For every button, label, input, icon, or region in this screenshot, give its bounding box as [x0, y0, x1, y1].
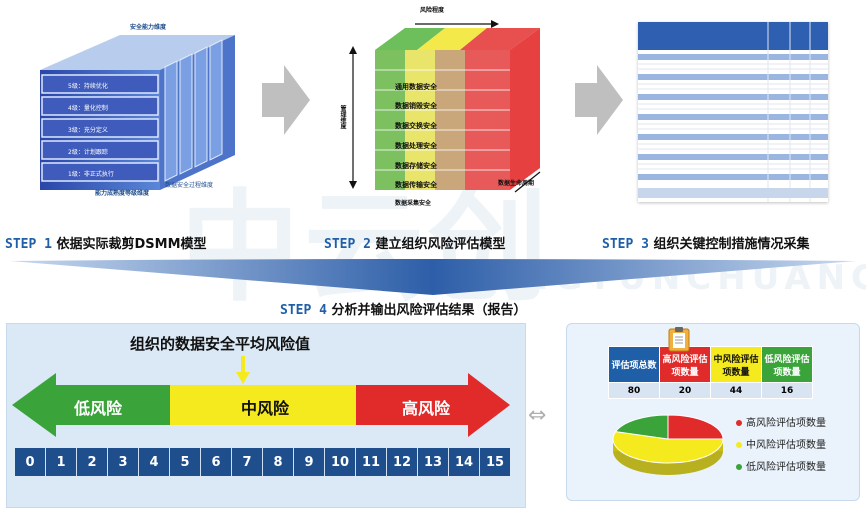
legend-high: 高风险评估项数量 — [736, 414, 826, 429]
scale-cell: 13 — [417, 448, 448, 476]
legend-high-text: 高风险评估项数量 — [746, 418, 826, 429]
low-risk-label: 低风险 — [74, 399, 123, 418]
step-2-text: 建立组织风险评估模型 — [375, 237, 506, 252]
dsmm-bottom-label: 能力成熟度等级维度 — [95, 190, 150, 197]
scale-cell: 9 — [293, 448, 324, 476]
scale-cell: 4 — [138, 448, 169, 476]
bidirectional-arrow-icon: ⇔ — [528, 403, 547, 428]
header-total: 评估项总数 — [608, 346, 660, 383]
scale-cell: 5 — [169, 448, 200, 476]
scale-cell: 7 — [231, 448, 262, 476]
scale-cell: 3 — [107, 448, 138, 476]
scale-cell: 0 — [25, 454, 35, 470]
step-1-label: STEP 1 依据实际裁剪DSMM模型 — [5, 233, 207, 252]
mid-risk-label: 中风险 — [241, 399, 290, 418]
cube-row-transfer: 数据传输安全 — [395, 181, 437, 189]
legend-low-text: 低风险评估项数量 — [746, 462, 826, 473]
control-collection-sheet — [638, 22, 828, 202]
merge-arrow-graphic — [10, 259, 856, 295]
step-4-number: STEP 4 — [280, 303, 327, 318]
legend-low: 低风险评估项数量 — [736, 458, 826, 473]
cube-row-general: 通用数据安全 — [395, 83, 437, 91]
scale-cell: 15 — [479, 448, 510, 476]
dsmm-level-3: 3级：充分定义 — [68, 127, 108, 134]
watermark-text: 中云创 — [180, 179, 552, 318]
step-3-text: 组织关键控制措施情况采集 — [653, 237, 810, 252]
value-mid: 44 — [710, 382, 762, 399]
scale-cell: 10 — [324, 448, 355, 476]
high-risk-label: 高风险 — [402, 399, 451, 418]
step-1-text: 依据实际裁剪DSMM模型 — [56, 237, 207, 252]
step-1-number: STEP 1 — [5, 237, 52, 252]
scale-cell: 12 — [386, 448, 417, 476]
high-risk-segment — [356, 373, 510, 437]
risk-cube-graphic — [349, 20, 541, 193]
header-low: 低风险评估项数量 — [761, 346, 813, 383]
cube-top-axis-label: 风险程度 — [420, 7, 445, 14]
low-risk-segment — [12, 373, 170, 437]
dsmm-top-label: 安全能力维度 — [130, 24, 167, 31]
step-4-label: STEP 4 分析并输出风险评估结果（报告） — [280, 299, 527, 318]
legend-mid-swatch — [736, 442, 742, 448]
step-3-number: STEP 3 — [602, 237, 649, 252]
cube-row-storage: 数据存储安全 — [395, 162, 437, 170]
scale-cell: 8 — [262, 448, 293, 476]
step-2-number: STEP 2 — [324, 237, 371, 252]
legend-low-swatch — [736, 464, 742, 470]
clipboard-icon — [668, 327, 690, 352]
cube-row-destroy: 数据销毁安全 — [395, 102, 437, 110]
cube-left-axis-label: 管理维度 — [339, 105, 346, 129]
dsmm-level-2: 2级：计划跟踪 — [68, 149, 108, 156]
legend-high-swatch — [736, 420, 742, 426]
sheet-table-graphic — [638, 22, 828, 202]
scale-cell: 1 — [45, 448, 76, 476]
cube-row-collect: 数据采集安全 — [395, 200, 432, 207]
scale-cell: 14 — [448, 448, 479, 476]
dsmm-level-1: 1级：非正式执行 — [68, 171, 114, 178]
cube-row-exchange: 数据交换安全 — [395, 122, 437, 130]
risk-pie-chart — [612, 414, 724, 475]
scale-cell: 11 — [355, 448, 386, 476]
value-total: 80 — [608, 382, 660, 399]
summary-table: 评估项总数 高风险评估项数量 中风险评估项数量 低风险评估项数量 80 20 4… — [608, 346, 813, 399]
value-high: 20 — [659, 382, 711, 399]
pie-slice-1 — [612, 431, 724, 464]
step-3-label: STEP 3 组织关键控制措施情况采集 — [602, 233, 810, 252]
value-low: 16 — [761, 382, 813, 399]
legend-mid-text: 中风险评估项数量 — [746, 440, 826, 451]
step-4-text: 分析并输出风险评估结果（报告） — [331, 303, 527, 318]
dsmm-model-graphic — [40, 35, 235, 190]
cube-right-axis-label: 数据生命周期 — [498, 180, 535, 187]
average-marker-arrow-icon — [236, 356, 250, 384]
dsmm-side-label: 数据安全过程维度 — [165, 182, 214, 189]
dsmm-level-4: 4级：量化控制 — [68, 105, 108, 112]
step-2-label: STEP 2 建立组织风险评估模型 — [324, 233, 506, 252]
legend-mid: 中风险评估项数量 — [736, 436, 826, 451]
scale-cell: 6 — [200, 448, 231, 476]
header-mid: 中风险评估项数量 — [710, 346, 762, 383]
step2-arrow-icon — [575, 65, 623, 135]
pie-slice-0 — [667, 414, 724, 440]
average-risk-title: 组织的数据安全平均风险值 — [130, 335, 311, 353]
step1-arrow-icon — [262, 65, 310, 135]
pie-slice-2 — [614, 414, 669, 440]
header-high: 高风险评估项数量 — [659, 346, 711, 383]
mid-risk-segment — [170, 385, 356, 425]
scale-cell: 2 — [76, 448, 107, 476]
dsmm-level-5: 5级：持续优化 — [68, 83, 108, 90]
risk-level-bar — [12, 373, 510, 437]
cube-row-process: 数据处理安全 — [395, 142, 437, 150]
